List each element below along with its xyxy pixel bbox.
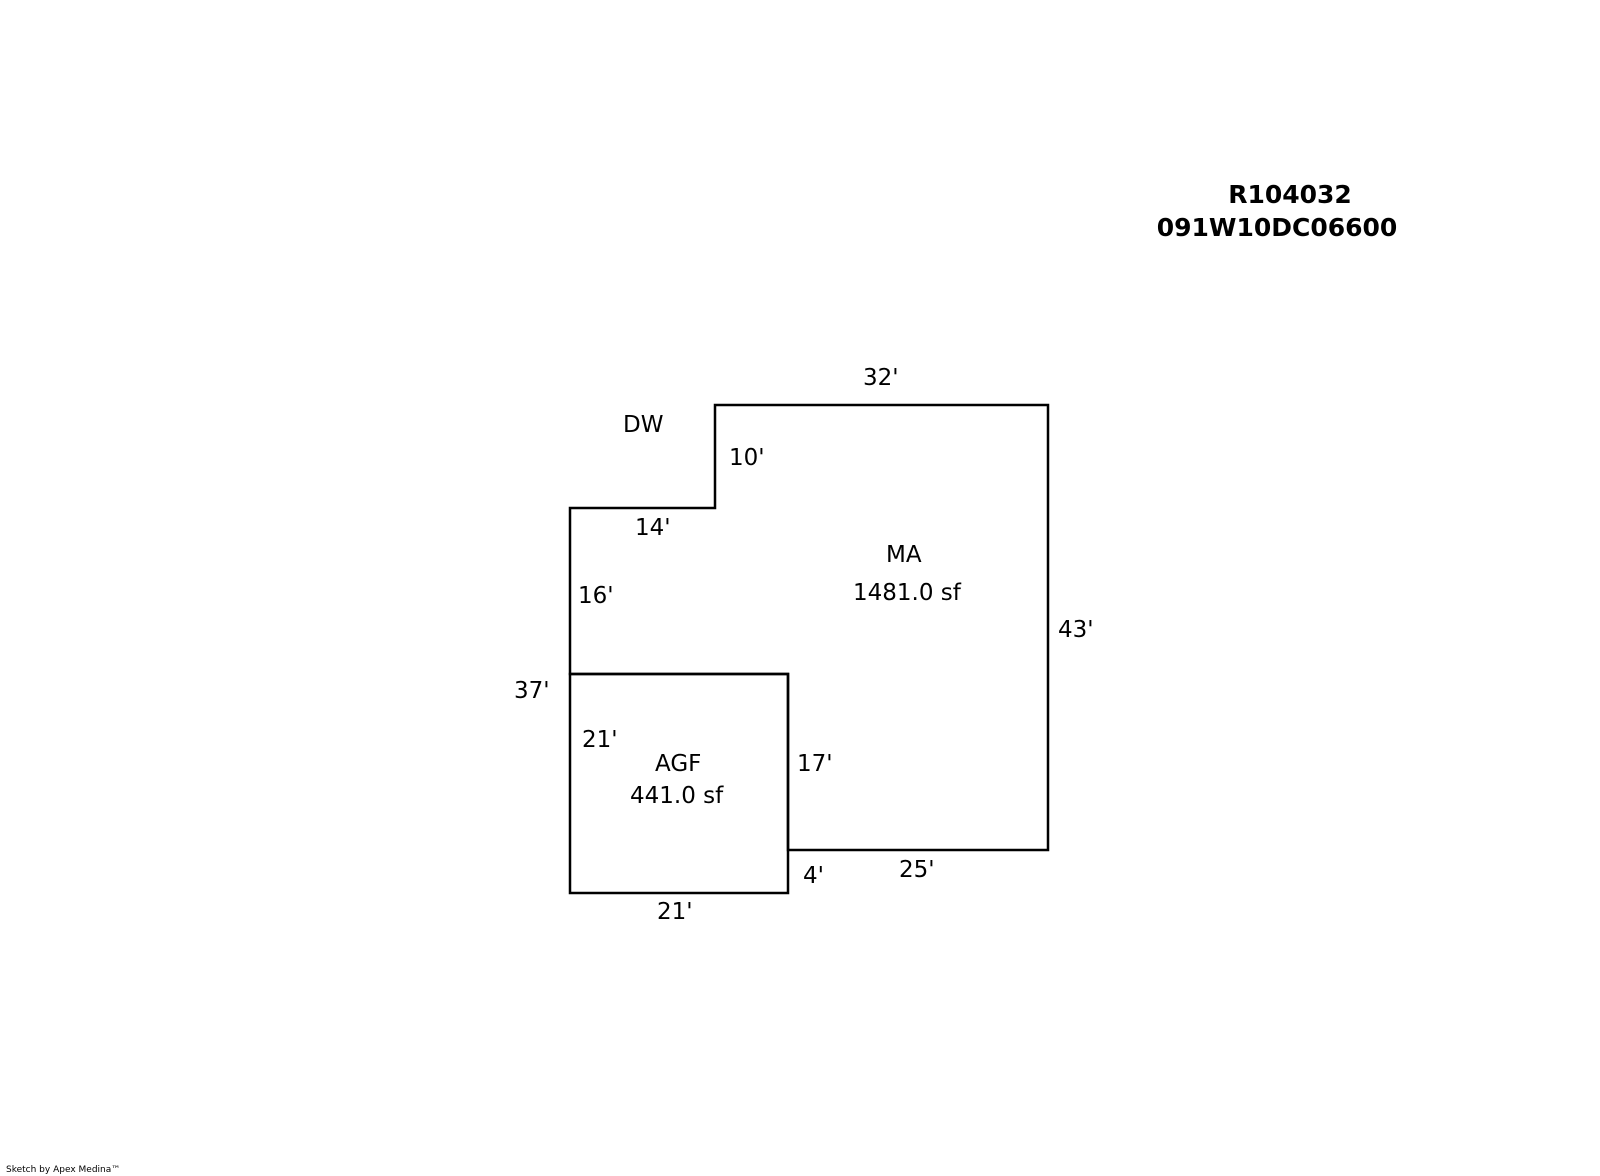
dimension-overall-left: 37' [514, 678, 550, 704]
dimension-agf-bottom: 21' [657, 899, 693, 925]
account-id: R104032 [1228, 180, 1352, 209]
dimension-ma-step-vertical: 10' [729, 445, 765, 471]
dimension-ma-left-upper: 16' [578, 583, 614, 609]
sketch-credit: Sketch by Apex Medina™ [6, 1165, 121, 1175]
agf-outline [568, 672, 790, 895]
dimension-ma-step-horizontal: 14' [635, 515, 671, 541]
sketch-header: R104032 091W10DC06600 [1140, 178, 1440, 244]
dw-label: DW [623, 412, 663, 438]
agf-code-label: AGF [655, 751, 701, 777]
dimension-ma-top: 32' [863, 365, 899, 391]
ma-area-label: 1481.0 sf [853, 580, 962, 606]
dimension-agf-left: 21' [582, 727, 618, 753]
dimension-ma-right: 43' [1058, 617, 1094, 643]
dimension-ma-bottom: 25' [899, 857, 935, 883]
parcel-id: 091W10DC06600 [1156, 213, 1398, 242]
dimension-ma-inner-horizontal: 4' [803, 863, 824, 889]
agf-area-label: 441.0 sf [630, 783, 724, 809]
ma-code-label: MA [886, 542, 922, 568]
dimension-ma-inner-vertical: 17' [797, 751, 833, 777]
